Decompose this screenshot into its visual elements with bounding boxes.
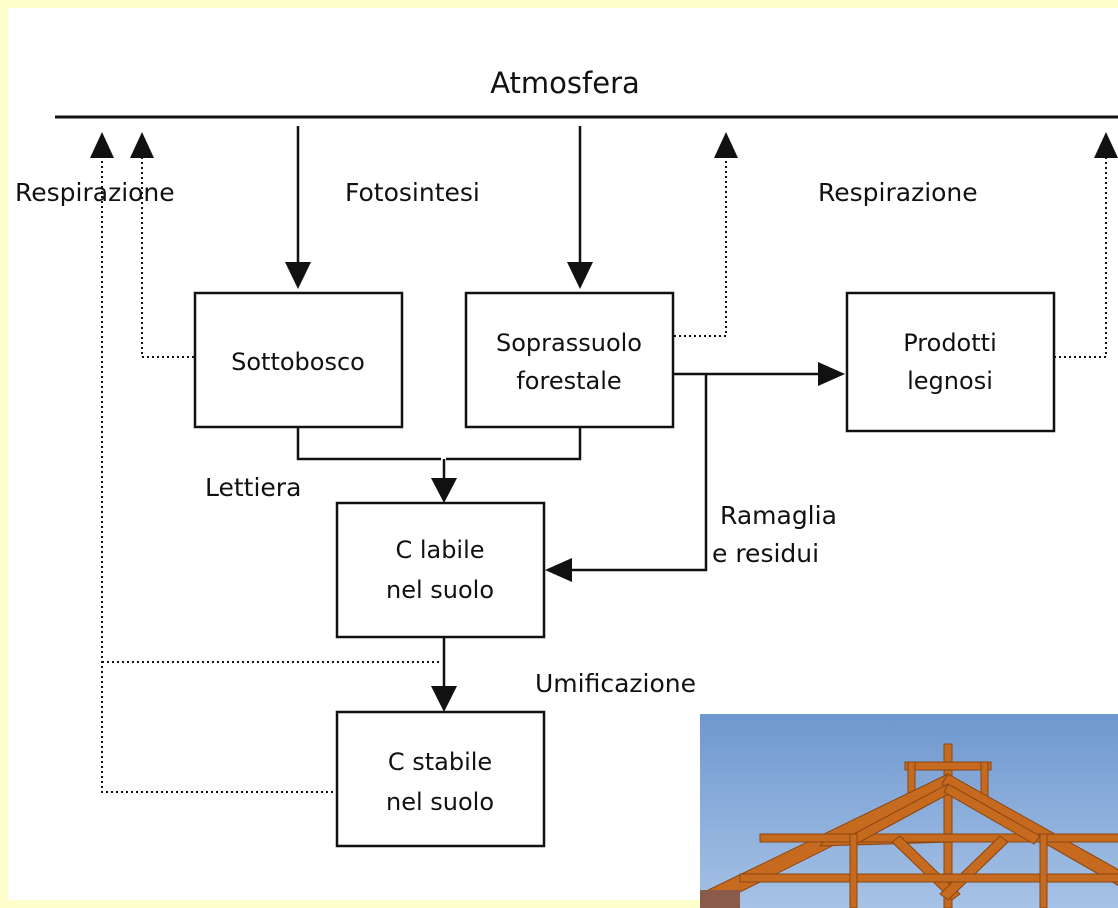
labile-soil-c-box: C labile nel suolo <box>335 501 546 639</box>
carbon-cycle-diagram: Atmosfera Respirazione Fotosintesi Respi… <box>15 66 1118 848</box>
stable-soil-c-box: C stabile nel suolo <box>335 710 546 848</box>
overstory-box-label-line1: Soprassuolo <box>496 329 642 357</box>
wood-truss-photo <box>700 714 1118 908</box>
branches-label-line1: Ramaglia <box>720 501 837 530</box>
respiration-arrow-wood-products <box>1054 132 1118 358</box>
wood-products-box: Prodotti legnosi <box>845 291 1056 433</box>
labile-soil-c-box-label-line1: C labile <box>395 536 484 564</box>
understory-box-label: Sottobosco <box>231 348 365 376</box>
photosynthesis-arrow-overstory <box>567 126 593 289</box>
overstory-box-label-line2: forestale <box>516 367 621 395</box>
respiration-arrow-soil <box>90 132 441 793</box>
overstory-box: Soprassuolo forestale <box>464 291 675 429</box>
litter-flow-arrow <box>296 427 582 503</box>
branches-label-line2: e residui <box>712 539 819 568</box>
respiration-left-label: Respirazione <box>15 178 175 207</box>
humification-label: Umificazione <box>535 669 696 698</box>
photosynthesis-arrow-understory <box>285 126 311 289</box>
humification-arrow <box>431 637 457 712</box>
stable-soil-c-box-label-line2: nel suolo <box>386 788 494 816</box>
litter-label: Lettiera <box>205 473 301 502</box>
labile-soil-c-box-label-line2: nel suolo <box>386 576 494 604</box>
harvest-flow-arrow <box>673 362 845 386</box>
understory-box: Sottobosco <box>193 291 404 429</box>
wood-products-box-label-line1: Prodotti <box>903 329 996 357</box>
respiration-arrow-understory <box>130 132 194 358</box>
photosynthesis-label: Fotosintesi <box>345 178 480 207</box>
atmosphere-label: Atmosfera <box>490 66 640 100</box>
wood-truss-photo-image <box>700 743 1118 908</box>
respiration-arrow-overstory <box>674 132 738 337</box>
residues-flow-arrow <box>545 374 708 582</box>
stable-soil-c-box-label-line1: C stabile <box>388 748 492 776</box>
wood-products-box-label-line2: legnosi <box>907 367 993 395</box>
respiration-right-label: Respirazione <box>818 178 978 207</box>
